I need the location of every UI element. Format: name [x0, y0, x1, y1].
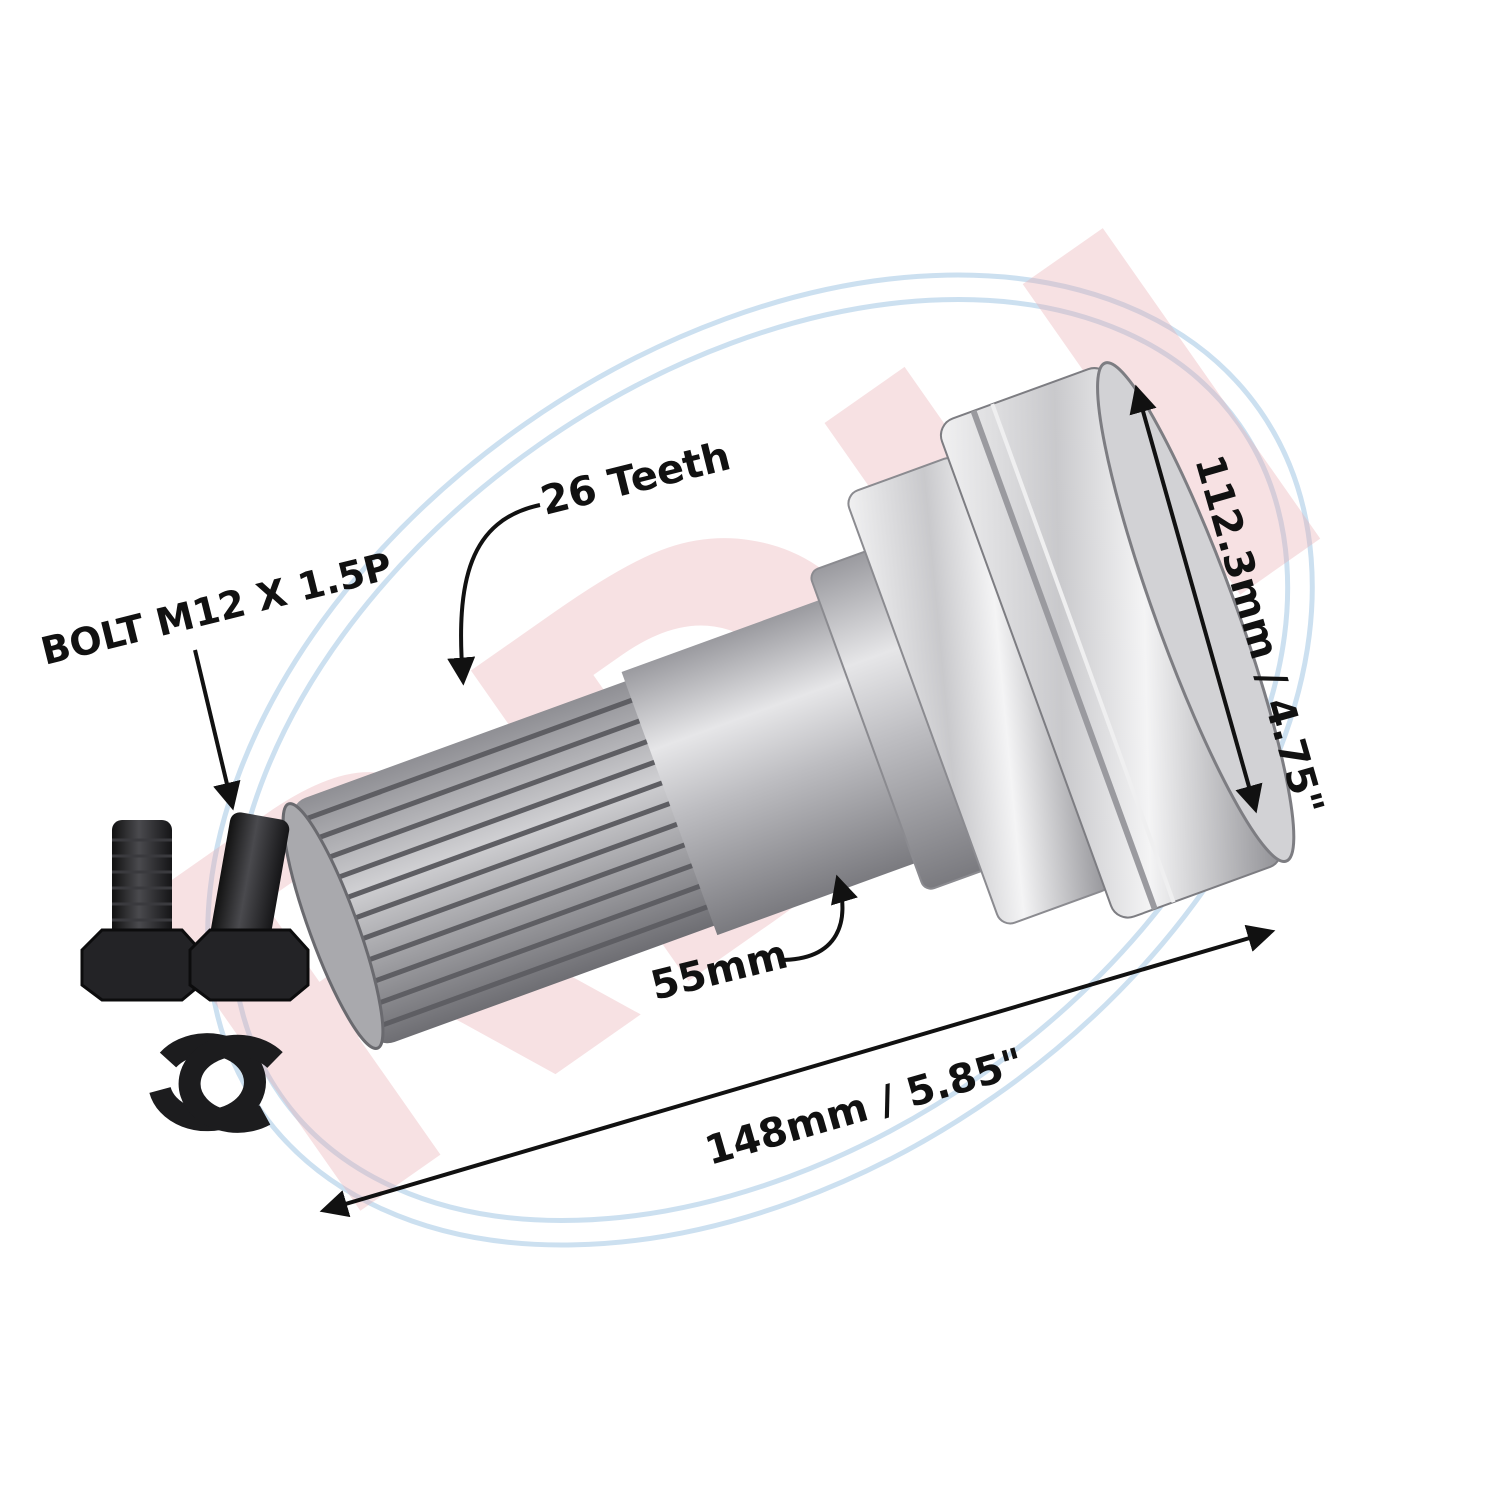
- bolt-arrow: [193, 649, 241, 811]
- lock-washer-right: [178, 1034, 283, 1133]
- teeth-arrow: [447, 503, 541, 686]
- bolt-right: [188, 812, 310, 1002]
- lock-washer-left: [149, 1033, 266, 1132]
- length-dimension-line: [319, 924, 1276, 1218]
- bolt-left: [80, 820, 202, 1002]
- height-dimension-line: [1129, 384, 1263, 814]
